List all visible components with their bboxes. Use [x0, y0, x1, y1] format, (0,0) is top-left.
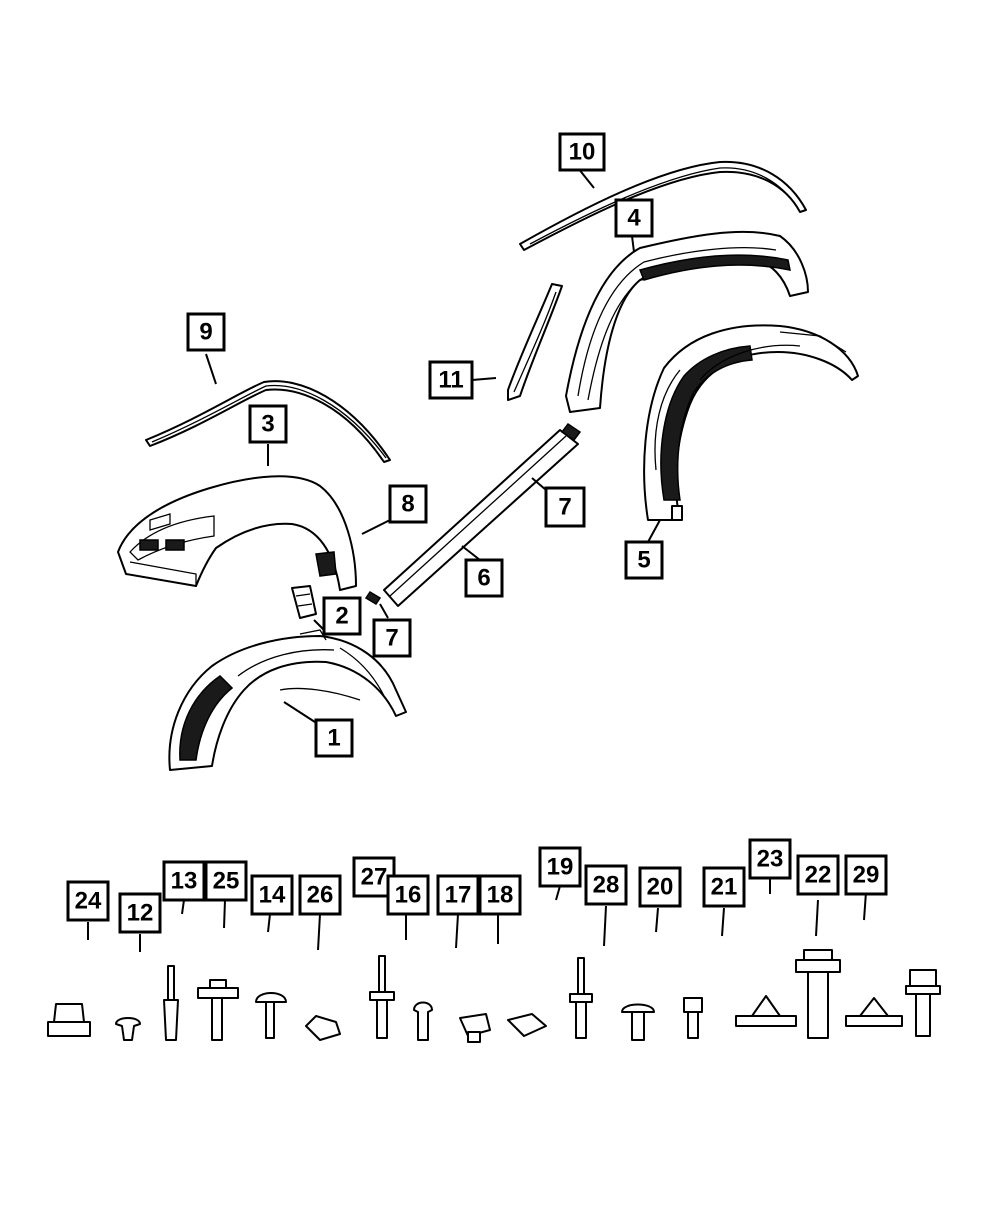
callout-18: 18 [478, 874, 522, 916]
callout-8-text: 8 [401, 491, 414, 518]
callout-17: 17 [436, 874, 480, 916]
callout-9: 9 [186, 312, 226, 352]
callout-7-upper-text: 7 [558, 494, 571, 521]
callout-29: 29 [844, 854, 888, 896]
leader-lines [87, 167, 867, 952]
callout-11: 11 [428, 360, 474, 400]
callout-26-text: 26 [307, 882, 334, 909]
callout-24-text: 24 [75, 888, 102, 915]
part-16-rivet [369, 955, 395, 1039]
part-5-wheelhouse-liner [643, 324, 859, 521]
callout-5: 5 [624, 540, 664, 580]
callout-3: 3 [248, 404, 288, 444]
part-20-push-pin [621, 1003, 655, 1041]
part-18-clip [459, 1013, 491, 1043]
part-29-clip [845, 997, 903, 1027]
part-23-clip [735, 995, 797, 1027]
callout-14: 14 [250, 874, 294, 916]
callout-23: 23 [748, 838, 792, 880]
callout-19-text: 19 [547, 854, 574, 881]
part-10-molding [519, 160, 807, 251]
part-21-screw [683, 997, 703, 1039]
callout-13: 13 [162, 860, 206, 902]
callout-27-text: 27 [361, 864, 388, 891]
callout-8: 8 [388, 484, 428, 524]
callout-13-text: 13 [171, 868, 198, 895]
part-1-wheelhouse-liner [168, 629, 407, 771]
callout-25: 25 [204, 860, 248, 902]
callout-28: 28 [584, 864, 628, 906]
callout-29-text: 29 [853, 862, 880, 889]
callout-1: 1 [314, 718, 354, 758]
part-2-bracket [291, 585, 317, 619]
callout-4-text: 4 [627, 205, 641, 232]
part-14-screw [255, 992, 287, 1039]
callout-19: 19 [538, 846, 582, 888]
callout-1-text: 1 [327, 725, 340, 752]
callout-22-text: 22 [805, 862, 832, 889]
callout-10-text: 10 [569, 139, 596, 166]
callout-2-text: 2 [335, 603, 348, 630]
callout-16-text: 16 [395, 882, 422, 909]
callout-10: 10 [558, 132, 606, 172]
part-11-molding [507, 283, 563, 401]
callout-3-text: 3 [261, 411, 274, 438]
callout-28-text: 28 [593, 872, 620, 899]
part-17-push-pin [413, 1001, 433, 1041]
callout-2: 2 [322, 596, 362, 636]
part-24-nut [47, 1003, 91, 1037]
callout-7-upper: 7 [544, 486, 586, 528]
callout-9-text: 9 [199, 319, 212, 346]
callout-12: 12 [118, 892, 162, 934]
callout-4: 4 [614, 198, 654, 238]
callout-23-text: 23 [757, 846, 784, 873]
callout-17-text: 17 [445, 882, 472, 909]
part-13-rivet [163, 965, 179, 1041]
callout-6: 6 [464, 558, 504, 598]
part-9-molding [145, 380, 391, 463]
part-3-front-flare [117, 475, 357, 591]
callout-16: 16 [386, 874, 430, 916]
part-4-rear-flare [565, 230, 809, 413]
callout-5-text: 5 [637, 547, 650, 574]
callout-22: 22 [796, 854, 840, 896]
callout-18-text: 18 [487, 882, 514, 909]
callout-7-lower: 7 [372, 618, 412, 658]
callout-12-text: 12 [127, 900, 154, 927]
part-6-rocker-molding [364, 422, 582, 607]
callout-14-text: 14 [259, 882, 286, 909]
callout-21: 21 [702, 866, 746, 908]
callout-20-text: 20 [647, 874, 674, 901]
part-27-bolt [905, 969, 941, 1037]
callout-26: 26 [298, 874, 342, 916]
part-25-bolt [197, 979, 239, 1041]
callout-21-text: 21 [711, 874, 738, 901]
callout-7-lower-text: 7 [385, 625, 398, 652]
part-22-bolt [795, 949, 841, 1039]
callout-20: 20 [638, 866, 682, 908]
callout-6-text: 6 [477, 565, 490, 592]
callout-25-text: 25 [213, 868, 240, 895]
part-26-clip-nut [305, 1015, 341, 1041]
part-12-push-pin [115, 1017, 141, 1041]
callout-24: 24 [66, 880, 110, 922]
part-19-clip [507, 1013, 547, 1037]
part-28-rivet [569, 957, 593, 1039]
callout-11-text: 11 [438, 367, 463, 394]
